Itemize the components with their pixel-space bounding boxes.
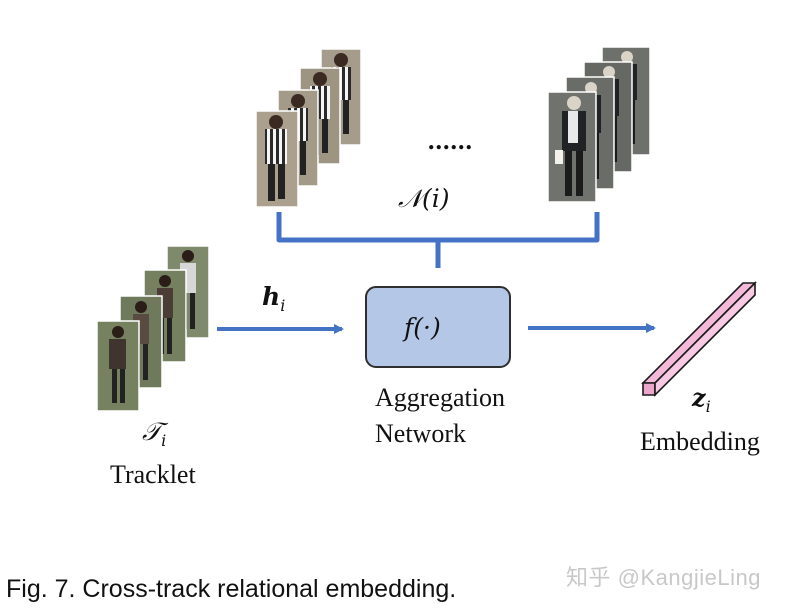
feature-subscript: i (280, 296, 286, 315)
watermark: 知乎 @KangjieLing (566, 565, 761, 590)
neighbor-bracket (276, 212, 600, 268)
figure-caption: Fig. 7. Cross-track relational embedding… (6, 575, 457, 603)
neighbor-set-label: 𝒩(i) (398, 184, 450, 213)
frame (255, 110, 299, 208)
tracklet-subscript: i (161, 431, 167, 450)
aggregation-network-box (365, 286, 511, 368)
tracklet-symbol-label: 𝒯i (142, 417, 166, 450)
tracklet-symbol: 𝒯 (142, 417, 162, 446)
embedding-vector (641, 281, 757, 397)
embedding-symbol: z (692, 383, 706, 412)
frame (96, 320, 140, 412)
aggregation-label-line2: Network (375, 419, 466, 448)
query-tracklet (96, 245, 210, 412)
feature-label: hi (262, 282, 285, 315)
neighbor-tracklet-striped (255, 48, 362, 208)
function-label: f(·) (404, 313, 441, 342)
aggregation-label-line1: Aggregation (375, 383, 505, 412)
feature-symbol: h (262, 282, 281, 311)
ellipsis-label: ...... (428, 126, 473, 155)
embedding-label: Embedding (640, 427, 760, 456)
tracklet-label: Tracklet (110, 460, 196, 489)
neighbor-tracklet-vest (547, 46, 651, 203)
embedding-subscript: i (705, 396, 711, 416)
frame (547, 91, 597, 203)
embedding-symbol-label: zi (692, 383, 711, 416)
